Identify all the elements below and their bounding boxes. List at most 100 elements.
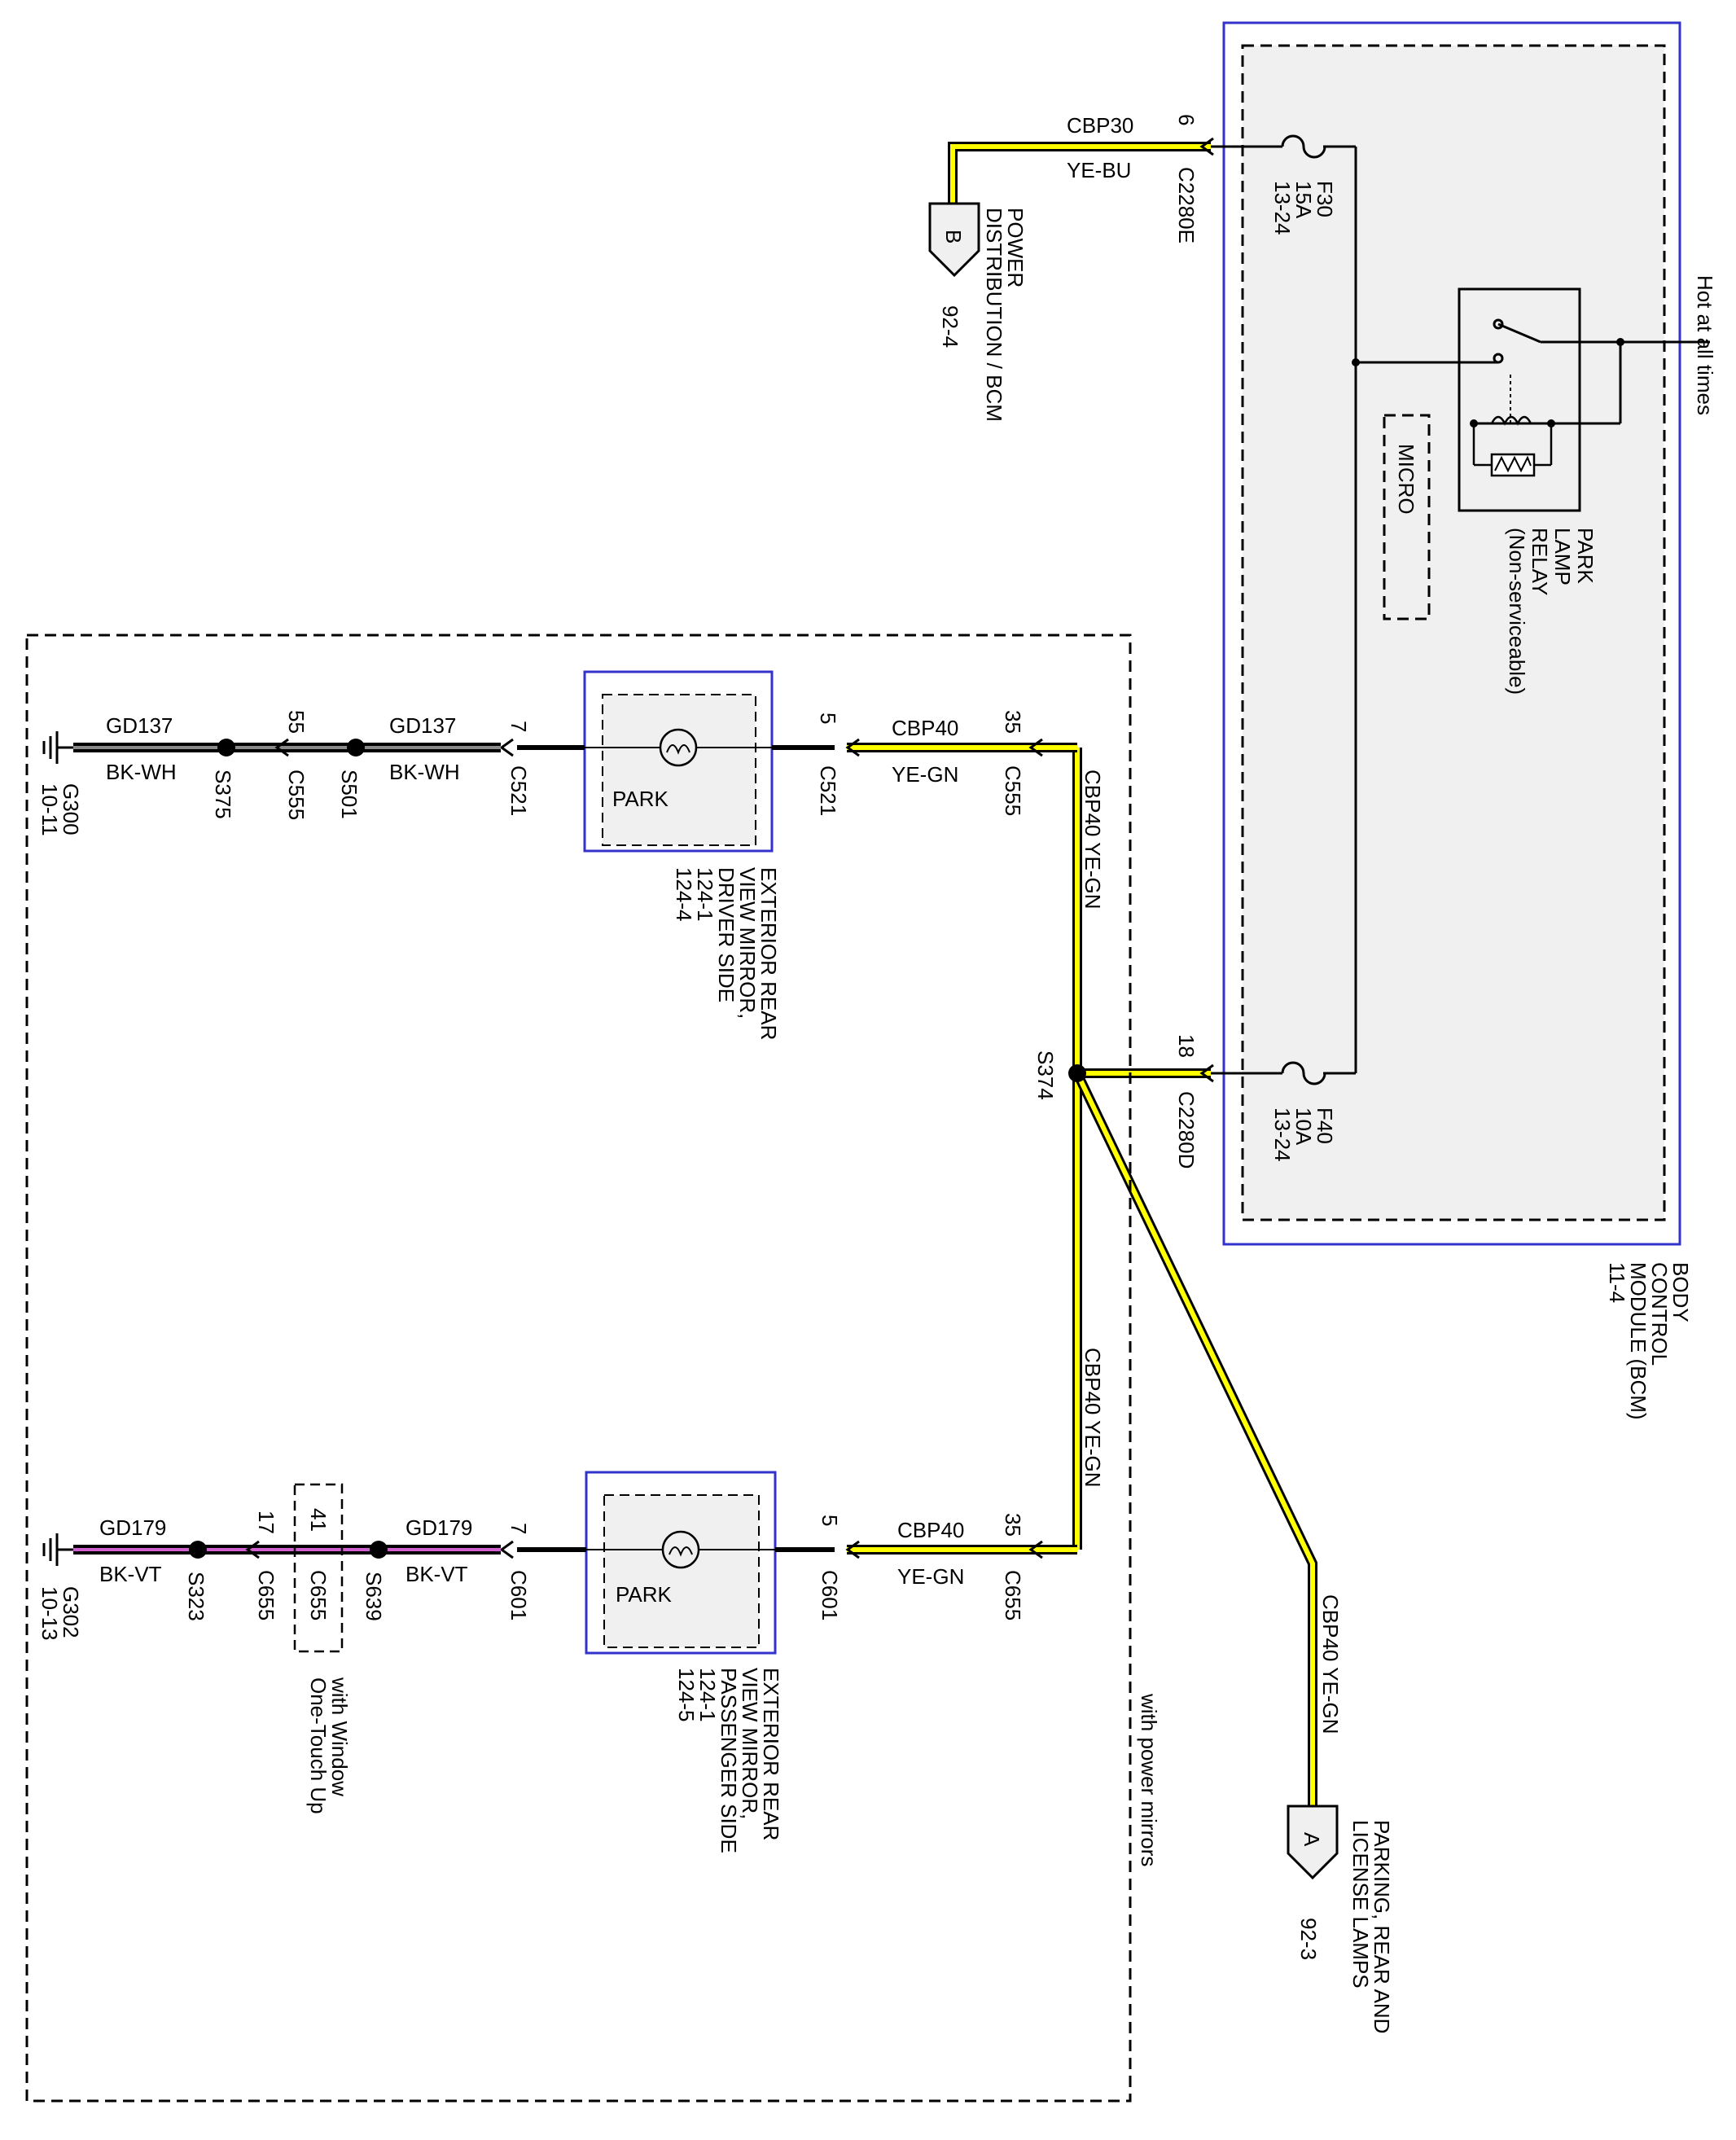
svg-text:CONTROL: CONTROL — [1647, 1262, 1672, 1366]
fuse-f30-symbol — [1211, 134, 1326, 159]
driver-ground-page: 10-11 — [37, 783, 62, 836]
passenger-gd-circuit-1: GD179 — [406, 1515, 472, 1540]
driver-s501-label: S501 — [337, 770, 362, 819]
svg-text:10A: 10A — [1291, 1107, 1316, 1146]
one-touch-option-label: with Window One-Touch Up — [306, 1677, 352, 1814]
ref-b-flag: B — [928, 202, 980, 278]
svg-text:MODULE (BCM): MODULE (BCM) — [1626, 1262, 1651, 1420]
s375-splice — [217, 739, 235, 756]
driver-c521-in-conn: C521 — [816, 765, 840, 816]
relay-label: PARK LAMP RELAY (Non-serviceable) — [1505, 528, 1598, 695]
passenger-s639-label: S639 — [362, 1572, 386, 1621]
cbp30-circuit-label: CBP30 — [1067, 113, 1133, 138]
c2280e-connector: C2280E — [1174, 167, 1199, 243]
svg-text:LICENSE LAMPS: LICENSE LAMPS — [1348, 1820, 1373, 1989]
driver-gd-circuit-2: GD137 — [106, 713, 173, 738]
fuse-f40-symbol — [1211, 1061, 1326, 1085]
driver-mirror-name: EXTERIOR REAR VIEW MIRROR, DRIVER SIDE 1… — [672, 867, 781, 1040]
power-mirrors-label: with power mirrors — [1137, 1693, 1161, 1866]
svg-text:124-1: 124-1 — [693, 867, 717, 922]
g300-ground-icon — [42, 731, 73, 764]
ref-b-letter: B — [941, 230, 966, 243]
svg-text:F30: F30 — [1313, 181, 1337, 217]
passenger-c655-17-conn: C655 — [254, 1570, 278, 1620]
c2280e-pin: 6 — [1174, 114, 1199, 125]
power-distribution-label: POWER DISTRIBUTION / BCM — [982, 208, 1028, 422]
s374-splice — [1068, 1064, 1086, 1082]
svg-text:One-Touch Up: One-Touch Up — [306, 1677, 331, 1814]
svg-text:VIEW MIRROR,: VIEW MIRROR, — [738, 1668, 762, 1819]
driver-c555-gnd-conn: C555 — [284, 770, 309, 820]
driver-circuit: CBP40 — [892, 716, 958, 740]
passenger-c655-41-conn: C655 — [306, 1570, 331, 1620]
upper-branch-label: CBP40 YE-GN — [1081, 770, 1105, 909]
driver-ground-label: G300 — [59, 783, 83, 835]
svg-text:EXTERIOR REAR: EXTERIOR REAR — [759, 1668, 783, 1840]
passenger-41-pin: 41 — [306, 1508, 331, 1532]
svg-text:13-24: 13-24 — [1270, 181, 1295, 235]
driver-c555-conn: C555 — [1001, 765, 1025, 816]
svg-text:124-1: 124-1 — [695, 1668, 720, 1722]
ref-b-page: 92-4 — [938, 305, 962, 348]
svg-text:15A: 15A — [1291, 181, 1316, 219]
passenger-c655-pin: 35 — [1001, 1513, 1025, 1537]
driver-c555-pin: 35 — [1001, 710, 1025, 734]
svg-text:(Non-serviceable): (Non-serviceable) — [1505, 528, 1529, 695]
driver-park-label: PARK — [612, 787, 669, 811]
cbp30-color-label: YE-BU — [1067, 158, 1131, 182]
fuse-f40-label: F40 10A 13-24 — [1270, 1107, 1337, 1162]
passenger-c601-out-pin: 7 — [506, 1523, 531, 1534]
s323-splice — [189, 1541, 207, 1559]
ref-a-letter: A — [1300, 1832, 1324, 1847]
svg-text:PASSENGER SIDE: PASSENGER SIDE — [717, 1668, 741, 1853]
passenger-ground-label: G302 — [59, 1586, 83, 1638]
passenger-mirror-name: EXTERIOR REAR VIEW MIRROR, PASSENGER SID… — [674, 1668, 783, 1853]
svg-text:DISTRIBUTION / BCM: DISTRIBUTION / BCM — [982, 208, 1006, 422]
s501-splice — [347, 739, 365, 756]
bcm-module — [1211, 21, 1710, 1246]
svg-text:F40: F40 — [1313, 1107, 1337, 1144]
passenger-c601-in-pin: 5 — [818, 1515, 842, 1526]
passenger-gd-circuit-2: GD179 — [99, 1515, 166, 1540]
driver-c521-in-pin: 5 — [816, 713, 840, 724]
driver-gd-color-1: BK-WH — [389, 760, 460, 784]
c2280d-connector: C2280D — [1174, 1091, 1199, 1169]
passenger-c601-out-conn: C601 — [506, 1570, 531, 1620]
passenger-park-bulb-icon — [661, 1530, 700, 1569]
svg-text:EXTERIOR REAR: EXTERIOR REAR — [756, 867, 781, 1040]
passenger-color: YE-GN — [897, 1564, 964, 1589]
diag-branch-label: CBP40 YE-GN — [1318, 1594, 1343, 1734]
fuse-f30-label: F30 15A 13-24 — [1270, 181, 1337, 235]
lower-branch-label: CBP40 YE-GN — [1081, 1348, 1105, 1487]
passenger-c655-conn: C655 — [1001, 1570, 1025, 1620]
parking-lamps-label: PARKING, REAR AND LICENSE LAMPS — [1348, 1820, 1394, 2033]
one-touch-option-box — [293, 1483, 344, 1653]
micro-label: MICRO — [1394, 444, 1418, 515]
svg-text:11-4: 11-4 — [1605, 1262, 1629, 1303]
passenger-17-pin: 17 — [254, 1511, 278, 1534]
hot-at-all-times-label: Hot at all times — [1693, 275, 1717, 415]
passenger-gd-color-2: BK-VT — [99, 1562, 162, 1586]
park-lamp-relay — [1352, 287, 1710, 512]
g302-ground-icon — [42, 1533, 73, 1566]
passenger-park-label: PARK — [616, 1582, 673, 1607]
svg-text:124-4: 124-4 — [672, 867, 696, 922]
passenger-ground-page: 10-13 — [37, 1586, 62, 1641]
passenger-circuit: CBP40 — [897, 1518, 964, 1542]
svg-text:PARK: PARK — [1573, 528, 1598, 585]
svg-text:PARKING, REAR AND: PARKING, REAR AND — [1370, 1820, 1394, 2033]
driver-c521-out-conn: C521 — [506, 765, 531, 816]
cbp40-feed-wire — [1077, 1063, 1214, 1083]
svg-text:DRIVER SIDE: DRIVER SIDE — [714, 867, 739, 1002]
s639-splice — [370, 1541, 388, 1559]
c2280d-pin: 18 — [1174, 1034, 1199, 1058]
svg-text:13-24: 13-24 — [1270, 1107, 1295, 1162]
driver-gd-color-2: BK-WH — [106, 760, 177, 784]
passenger-s323-label: S323 — [184, 1572, 208, 1621]
s374-label: S374 — [1033, 1050, 1058, 1100]
micro-box — [1383, 414, 1431, 621]
driver-s375-label: S375 — [211, 770, 235, 819]
svg-text:RELAY: RELAY — [1528, 528, 1552, 595]
svg-text:with Window: with Window — [327, 1677, 352, 1796]
